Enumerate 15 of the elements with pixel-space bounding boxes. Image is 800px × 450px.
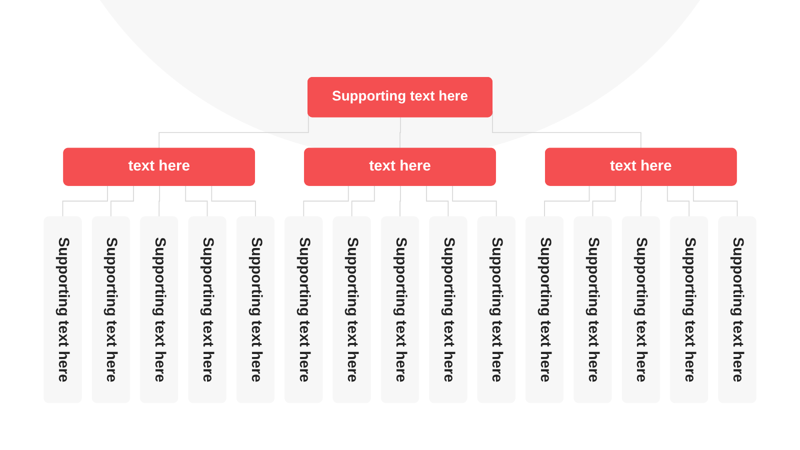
connector	[640, 185, 642, 218]
connector	[185, 185, 208, 218]
connector	[303, 185, 349, 218]
connector	[693, 185, 738, 218]
connector	[544, 185, 590, 218]
connector	[400, 185, 401, 218]
connector	[351, 185, 375, 218]
connector	[62, 185, 108, 218]
connector	[426, 185, 450, 218]
connector	[158, 185, 160, 218]
connector	[211, 185, 256, 218]
connector	[452, 185, 498, 218]
connector	[592, 185, 616, 218]
connector	[110, 185, 134, 218]
connector	[666, 185, 690, 218]
